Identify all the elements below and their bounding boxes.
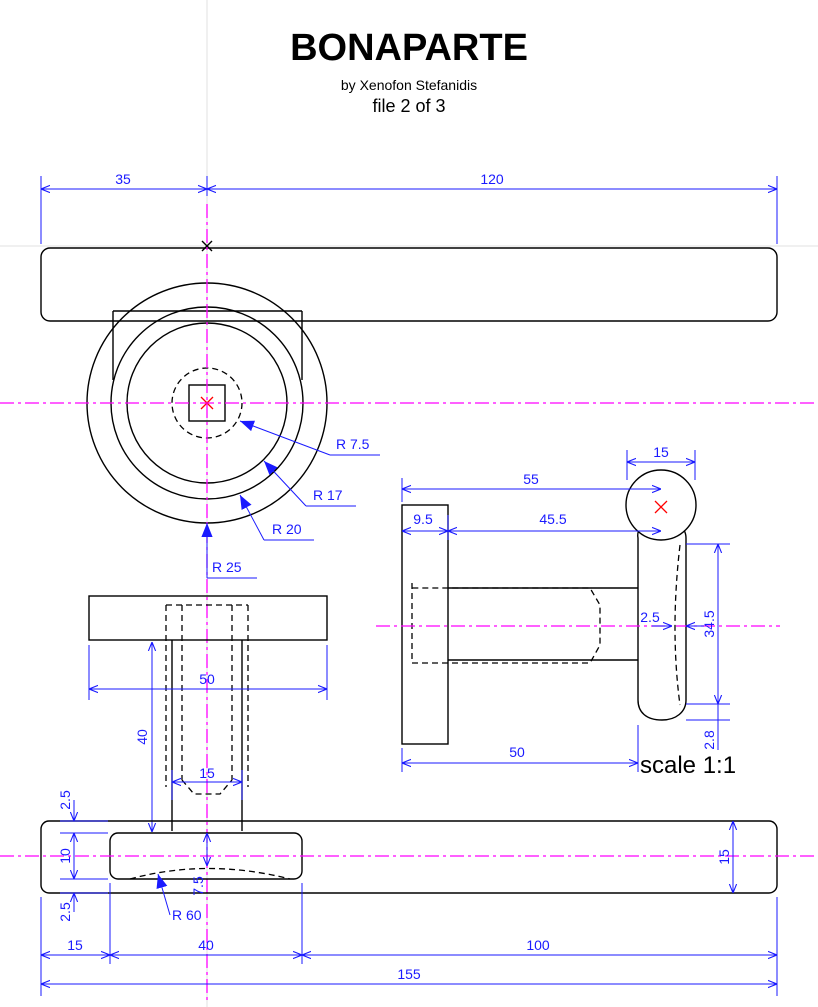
base-hidden-arc xyxy=(129,867,291,880)
dimension-2-8-label: 2.8 xyxy=(701,730,717,750)
dimension-base-right-label: 100 xyxy=(526,937,550,953)
file-label: file 2 of 3 xyxy=(372,96,445,116)
side-ball-outline xyxy=(625,469,697,541)
dimension-side-50-label: 50 xyxy=(509,744,525,760)
radius-60-label: R 60 xyxy=(172,907,202,923)
leader-r7-5 xyxy=(239,420,331,456)
scale-label: scale 1:1 xyxy=(640,752,736,779)
dimension-50-label: 50 xyxy=(199,671,215,687)
front-view: 50 40 15 xyxy=(88,595,328,832)
base-view: 2.5 10 2.5 7.5 R 60 15 15 40 100 155 xyxy=(0,790,818,996)
dimension-base-15-label: 15 xyxy=(716,849,732,865)
radius-25-label: R 25 xyxy=(212,559,242,575)
side-view: 15 55 9.5 45.5 2.5 34.5 2.8 50 scale 1:1 xyxy=(376,444,780,779)
dimension-base-slot-label: 40 xyxy=(198,937,214,953)
dimension-35-label: 35 xyxy=(115,171,131,187)
drawing-author: by Xenofon Stefanidis xyxy=(341,77,477,93)
leader-r20 xyxy=(239,494,265,541)
dimension-10-label: 10 xyxy=(57,848,73,864)
top-bar-outline xyxy=(40,247,778,322)
side-plate-outline xyxy=(401,504,449,745)
dimension-gap-label: 2.5 xyxy=(640,609,660,625)
dimension-bottom-2-5-label: 2.5 xyxy=(57,902,73,922)
dimension-9-5-label: 9.5 xyxy=(413,511,433,527)
cap-outline xyxy=(88,595,328,641)
radius-7-5-label: R 7.5 xyxy=(336,436,370,452)
top-view: 35 120 R 7.5 R 17 R 20 R 25 xyxy=(0,171,818,1000)
side-center-mark-icon xyxy=(654,500,668,514)
hidden-bore xyxy=(165,604,249,795)
dimension-7-5-label: 7.5 xyxy=(190,876,206,896)
radius-20-label: R 20 xyxy=(272,521,302,537)
side-hidden-bore xyxy=(411,583,601,664)
base-outline xyxy=(40,820,778,894)
reference-cross-mark xyxy=(201,240,213,252)
leader-r60 xyxy=(156,873,171,916)
radius-17-label: R 17 xyxy=(313,487,343,503)
dimension-15-label: 15 xyxy=(199,765,215,781)
drawing-title: BONAPARTE xyxy=(290,27,528,69)
side-handle-hidden-curve xyxy=(674,544,681,706)
dimension-base-left-label: 15 xyxy=(67,937,83,953)
leader-r17 xyxy=(263,460,307,507)
side-stem-outline xyxy=(448,587,638,661)
dimension-top-2-5-label: 2.5 xyxy=(57,790,73,810)
dimension-34-5-label: 34.5 xyxy=(701,610,717,637)
dimension-55-label: 55 xyxy=(523,471,539,487)
dimension-45-5-label: 45.5 xyxy=(539,511,566,527)
dimension-ball-label: 15 xyxy=(653,444,669,460)
dimension-40-label: 40 xyxy=(134,729,150,745)
dimension-base-overall-label: 155 xyxy=(397,966,421,982)
dimension-120-label: 120 xyxy=(480,171,504,187)
